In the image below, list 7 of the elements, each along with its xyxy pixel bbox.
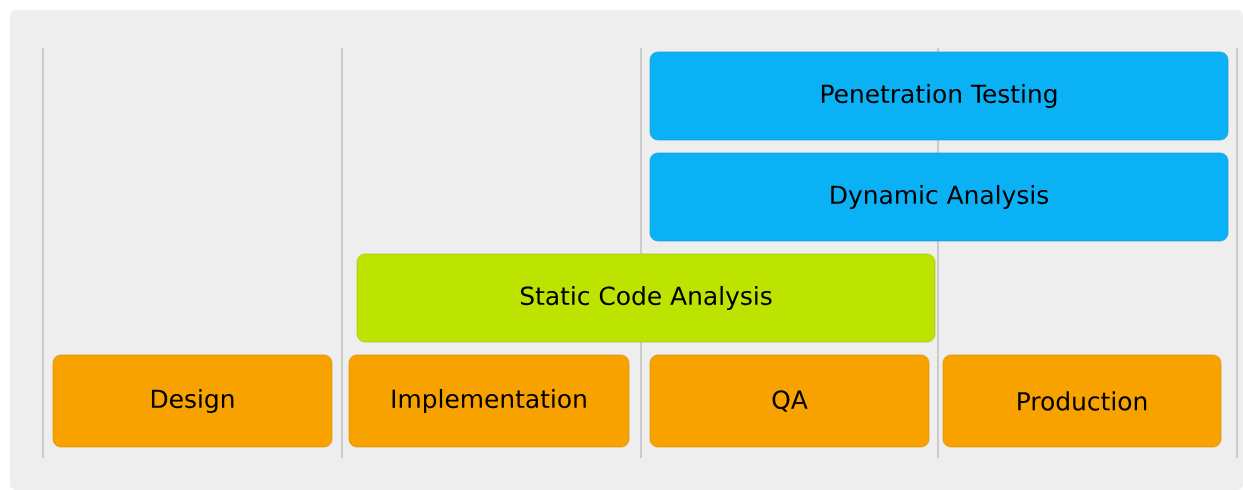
activity-bar: Penetration Testing [649, 51, 1229, 141]
activity-bar: Dynamic Analysis [649, 152, 1229, 242]
phase-box: Design [52, 354, 333, 448]
phase-box: Implementation [348, 354, 630, 448]
phase-box: Production [942, 354, 1222, 448]
activity-bar: Static Code Analysis [356, 253, 936, 343]
phase-box: QA [649, 354, 930, 448]
